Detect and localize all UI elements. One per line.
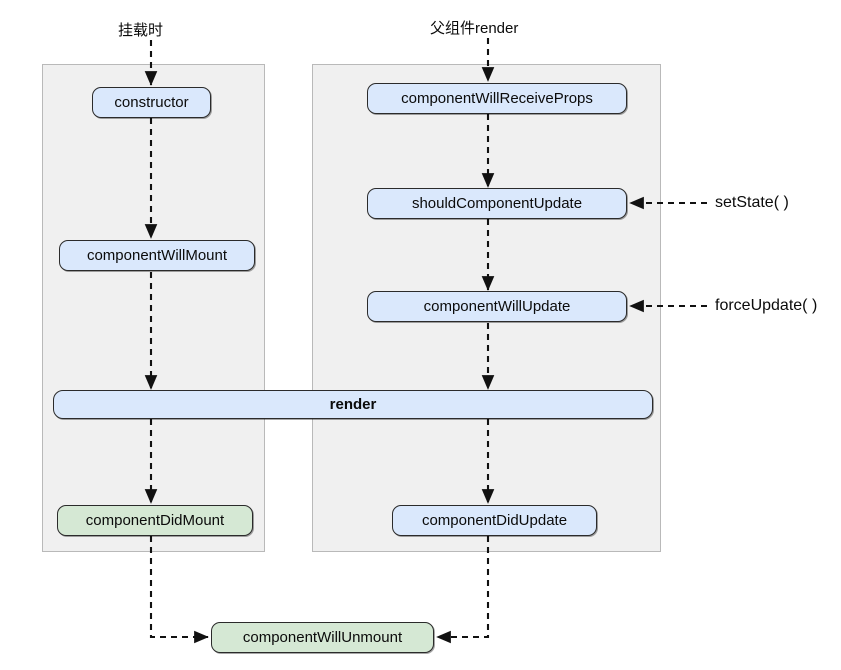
node-component-will-unmount[interactable]: componentWillUnmount xyxy=(211,622,434,653)
mounting-phase-label: 挂载时 xyxy=(118,22,164,39)
node-component-will-update[interactable]: componentWillUpdate xyxy=(367,291,627,322)
trigger-set-state: setState( ) xyxy=(715,194,789,211)
node-component-did-update[interactable]: componentDidUpdate xyxy=(392,505,597,536)
node-component-did-mount[interactable]: componentDidMount xyxy=(57,505,253,536)
parent-render-label: 父组件render xyxy=(430,20,519,37)
node-component-will-receive-props[interactable]: componentWillReceiveProps xyxy=(367,83,627,114)
node-should-component-update[interactable]: shouldComponentUpdate xyxy=(367,188,627,219)
mounting-phase-panel xyxy=(42,64,265,552)
trigger-force-update: forceUpdate( ) xyxy=(715,297,818,314)
node-render[interactable]: render xyxy=(53,390,653,419)
node-component-will-mount[interactable]: componentWillMount xyxy=(59,240,255,271)
node-constructor[interactable]: constructor xyxy=(92,87,211,118)
